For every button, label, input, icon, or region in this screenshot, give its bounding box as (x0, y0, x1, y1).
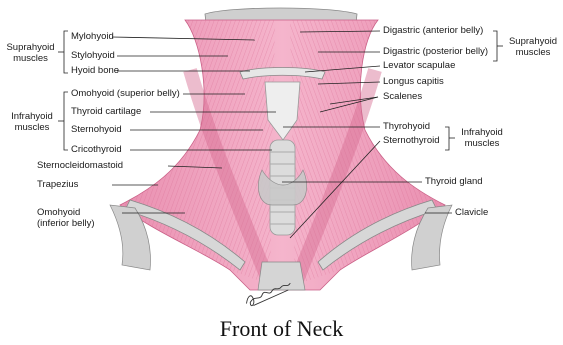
label-thyroid-gland: Thyroid gland (425, 176, 483, 187)
label-digastric-anterior: Digastric (anterior belly) (383, 25, 483, 36)
label-mylohyoid: Mylohyoid (71, 31, 114, 42)
right-suprahyoid-group: Suprahyoid muscles (505, 36, 561, 58)
label-thyrohyoid: Thyrohyoid (383, 121, 430, 132)
label-cricothyroid: Cricothyroid (71, 144, 122, 155)
left-suprahyoid-group: Suprahyoid muscles (3, 42, 58, 64)
label-sternohyoid: Sternohyoid (71, 124, 122, 135)
label-longus-capitis: Longus capitis (383, 76, 444, 87)
label-trapezius: Trapezius (37, 179, 78, 190)
label-thyroid-cartilage: Thyroid cartilage (71, 106, 141, 117)
label-sternocleidomastoid: Sternocleidomastoid (37, 160, 123, 171)
label-clavicle: Clavicle (455, 207, 488, 218)
sternum (258, 262, 305, 290)
label-hyoid-bone: Hyoid bone (71, 65, 119, 76)
left-infrahyoid-group: Infrahyoid muscles (6, 111, 58, 133)
label-sternothyroid: Sternothyroid (383, 135, 440, 146)
right-infrahyoid-group: Infrahyoid muscles (456, 127, 508, 149)
label-stylohyoid: Stylohyoid (71, 50, 115, 61)
label-omohyoid-inferior: Omohyoid (inferior belly) (37, 207, 95, 229)
label-digastric-posterior: Digastric (posterior belly) (383, 46, 488, 57)
figure-caption: Front of Neck (0, 316, 563, 342)
label-levator-scapulae: Levator scapulae (383, 60, 455, 71)
label-omohyoid-superior: Omohyoid (superior belly) (71, 88, 180, 99)
label-scalenes: Scalenes (383, 91, 422, 102)
